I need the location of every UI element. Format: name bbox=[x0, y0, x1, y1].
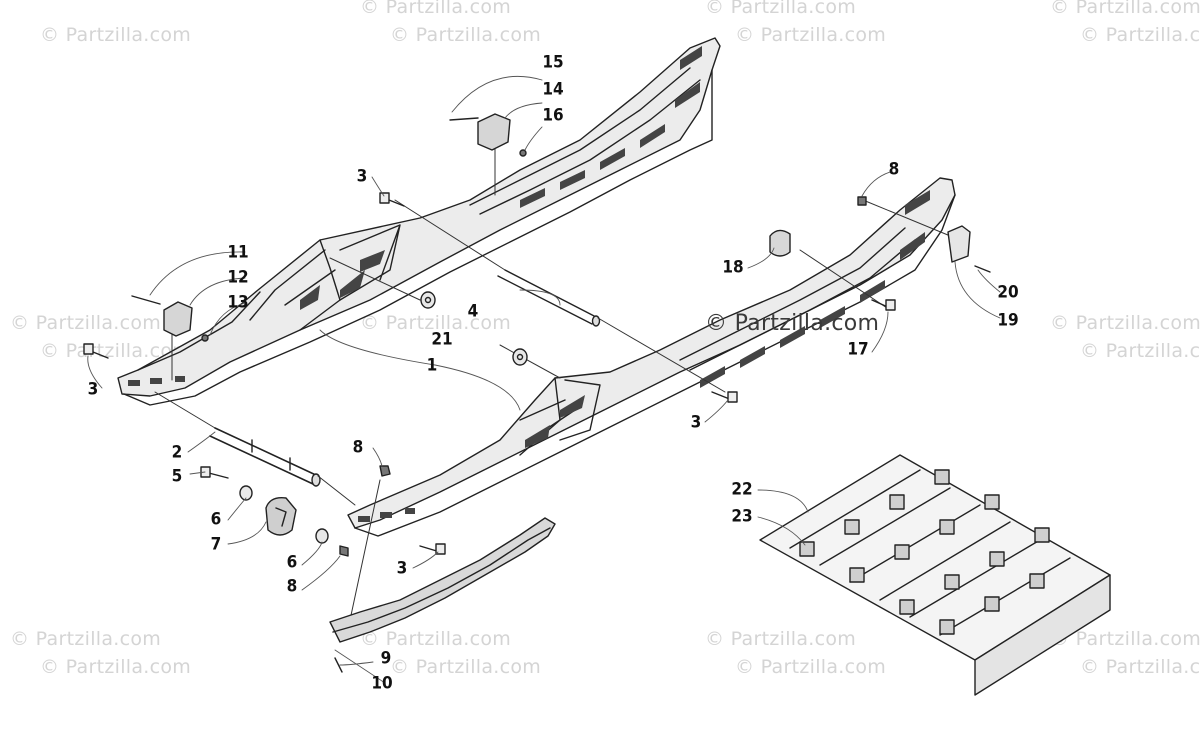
screw-9 bbox=[334, 657, 343, 673]
callout-2: 2 bbox=[171, 442, 183, 463]
watermark: © Partzilla.com bbox=[40, 24, 192, 46]
callout-3: 3 bbox=[396, 558, 408, 579]
right-rail bbox=[347, 177, 956, 537]
callout-19: 19 bbox=[997, 310, 1019, 331]
wheel-7 bbox=[265, 497, 297, 536]
callout-8: 8 bbox=[888, 159, 900, 180]
callout-14: 14 bbox=[542, 79, 564, 100]
callout-15: 15 bbox=[542, 52, 564, 73]
callout-1: 1 bbox=[426, 355, 438, 376]
watermark: © Partzilla.com bbox=[1080, 24, 1200, 46]
washer-6a bbox=[239, 485, 253, 501]
cross-shaft-2 bbox=[209, 427, 321, 487]
cross-shaft-4 bbox=[497, 269, 601, 327]
bolt-17 bbox=[871, 299, 896, 311]
watermark: © Partzilla.com bbox=[705, 0, 857, 18]
callout-10: 10 bbox=[371, 673, 393, 694]
nut-13 bbox=[201, 334, 209, 342]
slide-10 bbox=[329, 517, 556, 643]
track-clips-23 bbox=[799, 469, 1050, 635]
bolt-3-bottom bbox=[419, 543, 446, 555]
track-22 bbox=[759, 454, 1111, 696]
nut-8c bbox=[379, 465, 391, 477]
left-rail bbox=[117, 37, 721, 406]
callout-18: 18 bbox=[722, 257, 744, 278]
washer-6b bbox=[315, 528, 329, 544]
watermark: © Partzilla.com bbox=[1050, 312, 1200, 334]
nut-16 bbox=[519, 149, 527, 157]
callout-12: 12 bbox=[227, 267, 249, 288]
washer-21b bbox=[512, 348, 528, 366]
screw-20 bbox=[974, 265, 991, 273]
watermark: © Partzilla.com bbox=[10, 312, 162, 334]
washer-21a bbox=[420, 291, 436, 309]
callout-11: 11 bbox=[227, 242, 249, 263]
bushing-18 bbox=[769, 229, 791, 257]
callout-3: 3 bbox=[356, 166, 368, 187]
callout-17: 17 bbox=[847, 339, 869, 360]
nut-8b bbox=[339, 545, 349, 557]
watermark: © Partzilla.com bbox=[40, 340, 192, 362]
watermark: © Partzilla.com bbox=[1080, 340, 1200, 362]
watermark: © Partzilla.com bbox=[390, 24, 542, 46]
bolt-3-left bbox=[83, 343, 109, 359]
callout-22: 22 bbox=[731, 479, 753, 500]
callout-20: 20 bbox=[997, 282, 1019, 303]
watermark: © Partzilla.com bbox=[360, 628, 512, 650]
bolt-3-top bbox=[379, 192, 405, 207]
callout-13: 13 bbox=[227, 292, 249, 313]
callout-5: 5 bbox=[171, 466, 183, 487]
watermark: © Partzilla.com bbox=[390, 656, 542, 678]
bolt-3-right bbox=[711, 391, 738, 403]
watermark: © Partzilla.com bbox=[705, 628, 857, 650]
left-rail-cutouts bbox=[128, 46, 702, 386]
nut-8a bbox=[857, 196, 867, 206]
callout-8: 8 bbox=[352, 437, 364, 458]
watermark: © Partzilla.com bbox=[735, 656, 887, 678]
callout-4: 4 bbox=[467, 301, 479, 322]
leader-lines bbox=[87, 75, 1001, 684]
watermark: © Partzilla.com bbox=[360, 0, 512, 18]
bracket-19 bbox=[947, 225, 971, 263]
callout-16: 16 bbox=[542, 105, 564, 126]
callout-8: 8 bbox=[286, 576, 298, 597]
block-14 bbox=[477, 113, 511, 151]
block-12 bbox=[163, 301, 193, 337]
callout-3: 3 bbox=[690, 412, 702, 433]
watermark: © Partzilla.com bbox=[10, 628, 162, 650]
watermark: © Partzilla.com bbox=[1050, 0, 1200, 18]
callout-7: 7 bbox=[210, 534, 222, 555]
watermark: © Partzilla.com bbox=[1080, 656, 1200, 678]
watermark: © Partzilla.com bbox=[1050, 628, 1200, 650]
callout-21: 21 bbox=[431, 329, 453, 350]
rivet-11 bbox=[131, 295, 161, 305]
center-watermark: © Partzilla.com bbox=[705, 311, 880, 336]
watermark: © Partzilla.com bbox=[360, 312, 512, 334]
rivet-15 bbox=[449, 117, 479, 121]
watermark: © Partzilla.com bbox=[40, 656, 192, 678]
callout-9: 9 bbox=[380, 648, 392, 669]
bolt-5 bbox=[200, 466, 229, 479]
callout-6: 6 bbox=[210, 509, 222, 530]
watermark: © Partzilla.com bbox=[735, 24, 887, 46]
callout-6: 6 bbox=[286, 552, 298, 573]
right-rail-cutouts bbox=[358, 190, 930, 522]
callout-23: 23 bbox=[731, 506, 753, 527]
callout-3: 3 bbox=[87, 379, 99, 400]
